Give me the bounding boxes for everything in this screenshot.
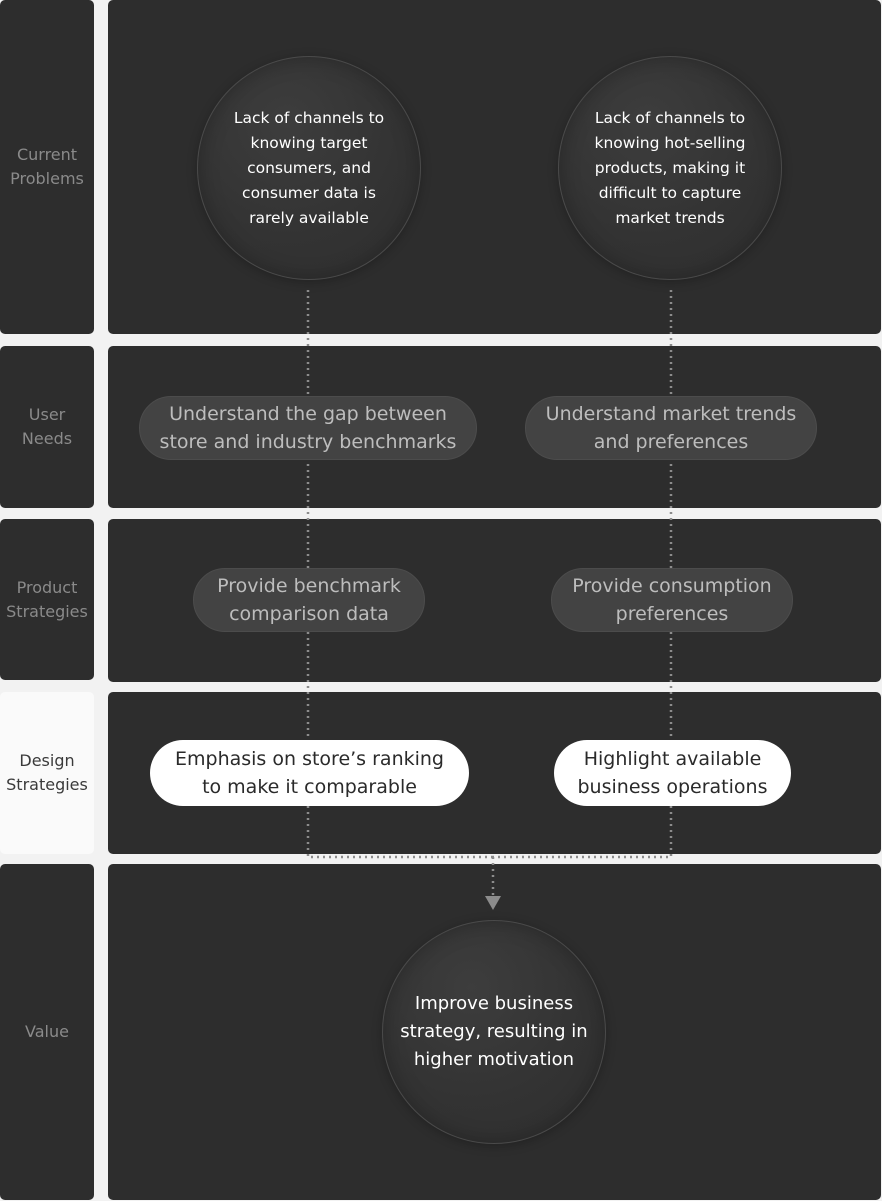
need-left-text: Understand the gap between store and ind… <box>159 403 457 453</box>
value-circle: Improve business strategy, resulting in … <box>382 920 606 1144</box>
design-right-text: Highlight available business operations <box>577 748 768 798</box>
product-left-text: Provide benchmark comparison data <box>217 575 401 625</box>
problem-circle-left: Lack of channels to knowing target consu… <box>197 56 421 280</box>
design-pill-right: Highlight available business operations <box>554 740 791 806</box>
row-label-product-strategies: Product Strategies <box>0 519 94 680</box>
row-label-user-needs-text: User Needs <box>21 405 73 448</box>
row-label-current-problems: Current Problems <box>0 0 94 334</box>
problem-circle-right: Lack of channels to knowing hot-selling … <box>558 56 782 280</box>
product-pill-left: Provide benchmark comparison data <box>193 568 425 632</box>
need-right-text: Understand market trends and preferences <box>545 403 797 453</box>
row-label-current-problems-text: Current Problems <box>10 145 84 188</box>
need-pill-right: Understand market trends and preferences <box>525 396 817 460</box>
arrow-down-icon <box>485 896 501 910</box>
row-label-value-text: Value <box>25 1022 69 1041</box>
product-right-text: Provide consumption preferences <box>572 575 772 625</box>
product-pill-right: Provide consumption preferences <box>551 568 793 632</box>
row-label-design-strategies: Design Strategies <box>0 692 94 854</box>
design-left-text: Emphasis on store’s ranking to make it c… <box>175 748 444 798</box>
row-label-value: Value <box>0 864 94 1200</box>
row-label-design-strategies-text: Design Strategies <box>6 751 88 794</box>
value-text: Improve business strategy, resulting in … <box>400 993 588 1070</box>
problem-right-text: Lack of channels to knowing hot-selling … <box>594 108 746 227</box>
design-pill-left: Emphasis on store’s ranking to make it c… <box>150 740 469 806</box>
row-label-user-needs: User Needs <box>0 346 94 508</box>
problem-left-text: Lack of channels to knowing target consu… <box>233 108 385 227</box>
connector-left <box>306 290 493 859</box>
row-label-product-strategies-text: Product Strategies <box>6 577 88 621</box>
connector-right <box>493 290 673 859</box>
need-pill-left: Understand the gap between store and ind… <box>139 396 477 460</box>
